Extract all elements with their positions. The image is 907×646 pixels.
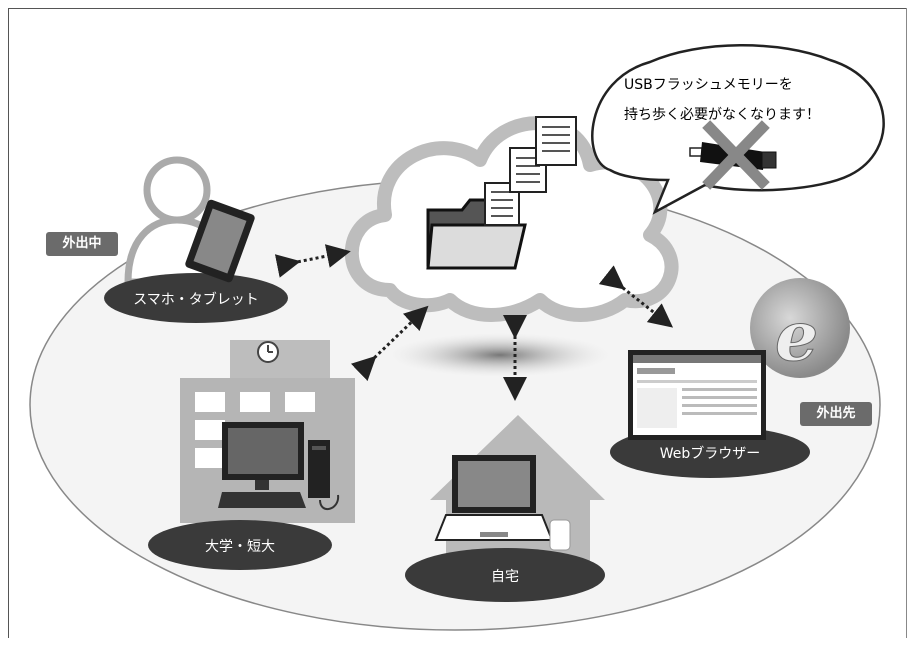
connection-arrows <box>274 244 674 401</box>
node-pill-smartphone <box>104 273 288 323</box>
internet-explorer-icon: e <box>750 278 850 378</box>
bubble-line-2: 持ち歩く必要がなくなります！ <box>624 107 820 123</box>
tag-destination: 外出先 <box>800 402 872 426</box>
arrow-university-cloud <box>350 305 429 382</box>
clock-icon <box>257 341 279 363</box>
tag-outside: 外出中 <box>46 232 118 256</box>
frame-border-left <box>8 8 9 638</box>
document-icon <box>484 116 577 226</box>
node-pill-university <box>148 520 332 570</box>
label-university: 大学・短大 <box>205 539 275 555</box>
label-smartphone: スマホ・タブレット <box>133 292 259 308</box>
laptop-icon <box>434 455 571 551</box>
label-browser: Webブラウザー <box>659 446 761 462</box>
cloud-shadow <box>390 333 610 377</box>
frame-border-top <box>8 8 907 9</box>
node-pill-home <box>405 548 605 602</box>
speech-bubble <box>591 44 885 215</box>
svg-text:e: e <box>775 297 818 377</box>
browser-window-icon <box>628 350 766 440</box>
desktop-pc-icon <box>218 422 340 510</box>
arrow-smartphone-cloud <box>274 244 351 278</box>
cross-icon <box>702 120 770 190</box>
tablet-icon <box>185 199 255 283</box>
bubble-line-1: USBフラッシュメモリーを <box>624 77 793 93</box>
label-home: 自宅 <box>491 569 519 585</box>
arrow-browser-cloud <box>598 265 674 328</box>
